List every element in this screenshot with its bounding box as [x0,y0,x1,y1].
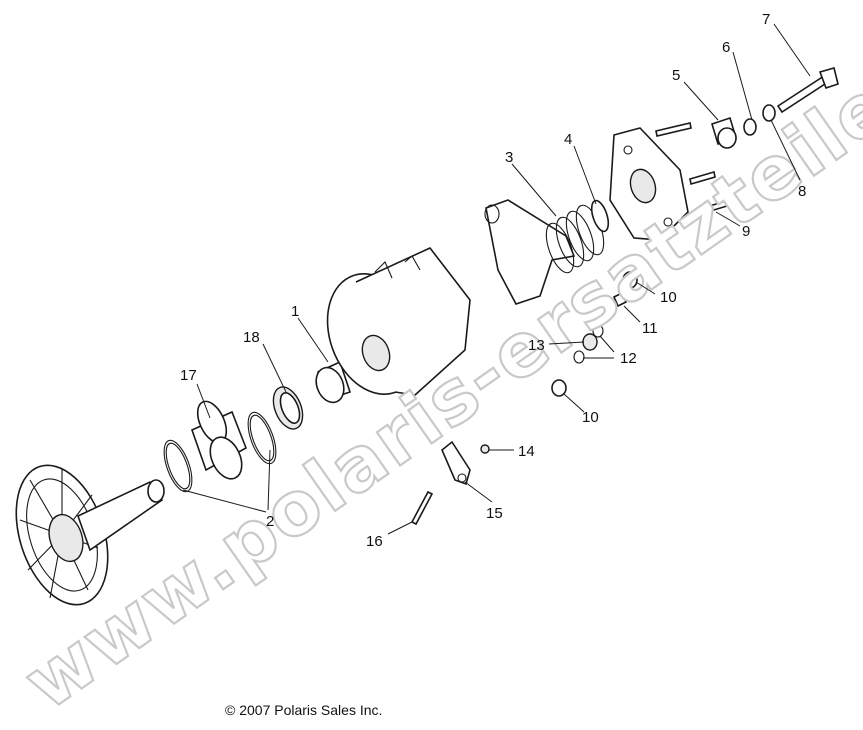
callout-7: 7 [762,11,770,28]
callout-13: 13 [528,337,545,354]
pin-11 [612,291,628,308]
callout-18: 18 [243,329,260,346]
roller-10-upper [622,271,638,289]
washers-6-8 [743,104,776,136]
callout-14: 14 [518,443,535,460]
callout-15: 15 [486,505,503,522]
watermark: www.polaris-ersatzteile.de [9,0,863,727]
bolt-7 [776,67,839,114]
callout-8: 8 [798,183,806,200]
callout-10-lower: 10 [582,409,599,426]
leader-lines [182,23,811,535]
copyright-notice: © 2007 Polaris Sales Inc. [225,702,382,718]
nut-14 [480,444,490,454]
callout-10-upper: 10 [660,289,677,306]
bolts-9 [655,122,728,215]
roller-10-lower [551,379,567,397]
bushing-5 [711,116,737,149]
callout-2: 2 [266,513,274,530]
spider-3 [484,199,576,305]
washer-4 [590,199,610,233]
callout-5: 5 [672,67,680,84]
callout-9: 9 [742,223,750,240]
callout-1: 1 [291,303,299,320]
bushing-1 [315,360,352,404]
callout-17: 17 [180,367,197,384]
callout-12: 12 [620,350,637,367]
movable-sheave [326,247,471,396]
callout-11: 11 [642,320,658,337]
callout-16: 16 [366,533,383,550]
cover-plate [609,127,689,241]
weight-15 [441,440,471,486]
washers-12 [573,324,604,364]
callout-4: 4 [564,131,572,148]
callout-6: 6 [722,39,730,56]
pin-16 [410,490,434,526]
callout-3: 3 [505,149,513,166]
fixed-sheave-fan [15,464,165,606]
bushing-17 [191,400,247,480]
washer-18 [272,386,304,430]
